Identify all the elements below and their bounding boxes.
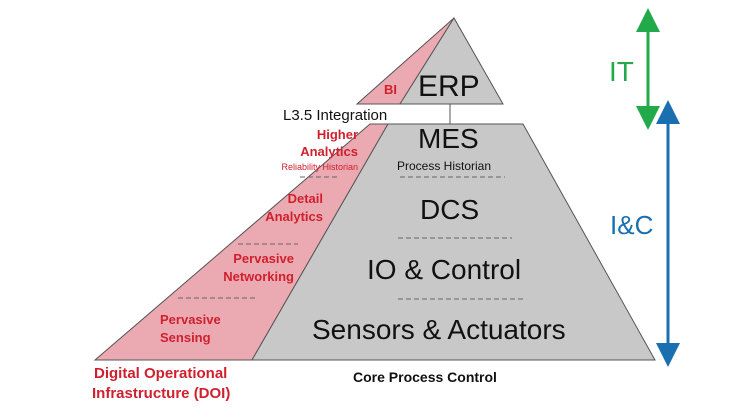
reliability-historian-label: Reliability Historian [281,162,358,172]
process-historian-label: Process Historian [397,159,492,173]
core-process-control-caption: Core Process Control [353,369,497,385]
pervasive-networking-label-1: Pervasive [233,251,294,266]
dcs-label: DCS [420,194,480,225]
it-label: IT [609,56,634,87]
pervasive-networking-label-2: Networking [223,269,294,284]
pervasive-sensing-label-1: Pervasive [160,312,221,327]
doi-caption-line2: Infrastructure (DOI) [92,385,231,402]
higher-label: Higher [316,127,358,142]
doi-caption-line1: Digital Operational [94,365,228,382]
core-trapezoid [251,123,656,361]
mes-label: MES [418,123,479,154]
sensors-actuators-label: Sensors & Actuators [312,314,566,345]
ic-label: I&C [610,210,654,240]
integration-label: L3.5 Integration [283,107,388,124]
detail-analytics-label: Analytics [265,209,323,224]
io-control-label: IO & Control [367,254,522,285]
bi-label: BI [384,82,397,97]
layer-dividers [178,176,525,300]
detail-label: Detail [287,191,323,206]
erp-triangle [399,17,504,105]
higher-analytics-label: Analytics [300,144,358,159]
pervasive-sensing-label-2: Sensing [160,330,211,345]
erp-label: ERP [418,70,480,103]
